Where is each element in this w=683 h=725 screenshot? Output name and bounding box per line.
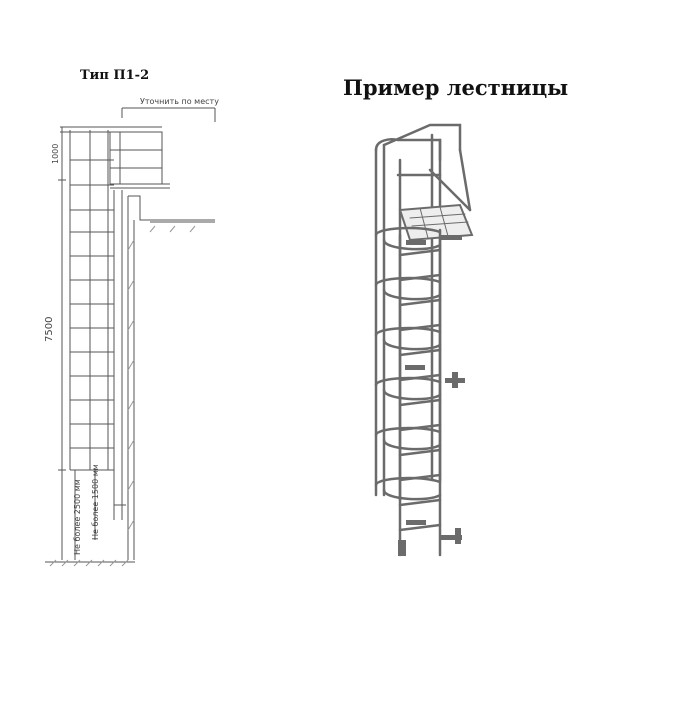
dimension-lines xyxy=(58,127,108,560)
wall-brackets xyxy=(398,235,465,556)
dimension-max-1500-label: Не более 1500 мм xyxy=(91,464,100,540)
dimension-7500-label: 7500 xyxy=(44,317,55,342)
adjust-on-site-label: Уточнить по месту xyxy=(140,97,219,106)
example-ladder-title: Пример лестницы xyxy=(343,75,569,100)
building-wall xyxy=(127,195,215,560)
dimension-1000-label: 1000 xyxy=(51,144,60,164)
drawing-type-title: Тип П1-2 xyxy=(80,68,150,83)
dimension-max-2500-label: Не более 2500 мм xyxy=(73,479,82,555)
ladder-cage xyxy=(69,130,126,520)
wall-hatching xyxy=(127,225,196,531)
platform-railing xyxy=(60,126,170,189)
ground-line xyxy=(45,559,135,567)
